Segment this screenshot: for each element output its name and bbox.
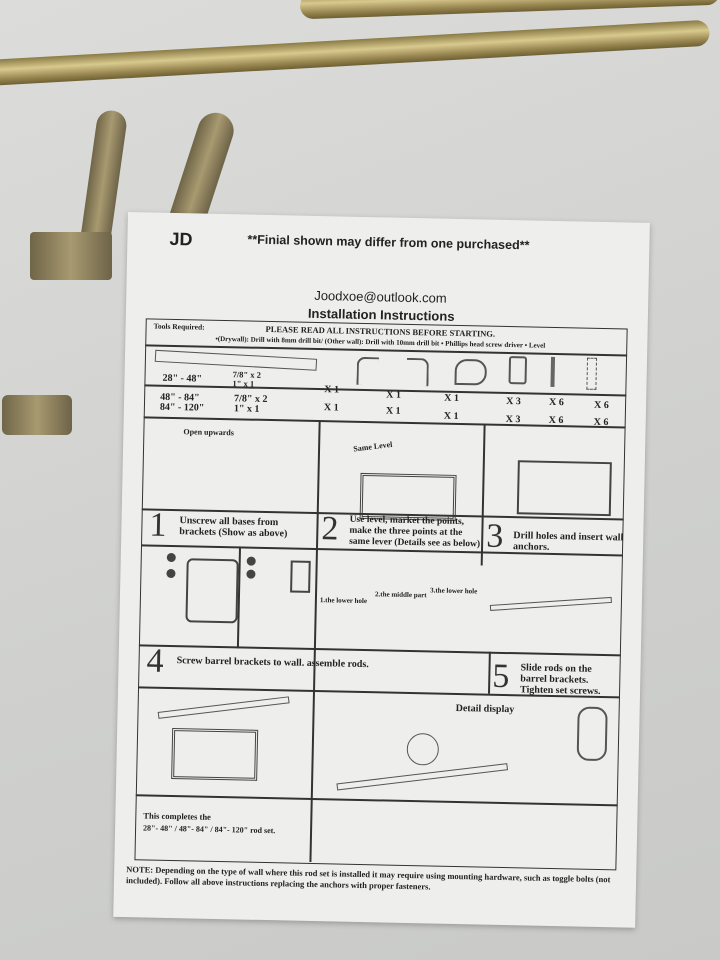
point-label: 3.the lower hole [430,586,478,596]
elbow-right-icon [406,357,430,387]
bracket-base-illustration [185,558,239,624]
email: Joodxoe@outlook.com [314,287,447,306]
bracket-plate [2,395,72,435]
qty: X 1 [444,392,460,404]
qty: X 1 [386,389,402,401]
step-number: 5 [491,657,510,696]
bracket-base [30,232,112,280]
anchor-plate-illustration [290,560,311,593]
step-text: Drill holes and insert wall anchors. [512,530,624,553]
qty: X 6 [548,396,564,409]
base-plate-icon [508,356,528,385]
size-range: 48" - 84" 84" - 120" [159,391,205,414]
finial-note: **Finial shown may differ from one purch… [247,232,530,253]
screw-icon [550,356,556,387]
qty: X 6 [593,399,609,412]
sheet-title: Installation Instructions [307,305,455,324]
size-range: 28" - 48" [162,372,203,385]
step-text: Slide rods on the barrel brackets. Tight… [519,662,601,697]
step-number: 3 [485,517,504,555]
open-upwards-label: Open upwards [183,427,234,438]
tools-label: Tools Required: [153,321,205,332]
point-label: 2.the middle part [374,590,427,600]
point-label: 1.the lower hole [319,596,368,606]
qty: X 1 [323,402,339,414]
hook-bracket-icon [454,358,487,386]
detail-display-label: Detail display [455,702,515,716]
rod-count: 7/8" x 2 1" x 1 [233,393,268,415]
rod-count: 7/8" x 2 1" x 1 [232,369,262,389]
brand-label: JD [169,228,193,250]
step-number: 2 [321,510,339,548]
step-text: Use level, market the points, make the t… [349,514,481,550]
step-number: 1 [149,506,167,544]
wall-illustration [516,460,612,517]
step-text: Unscrew all bases from brackets (Show as… [179,515,288,540]
window-illustration [171,728,259,781]
elbow-left-icon [356,356,380,386]
qty: X 1 [443,410,459,422]
step-number: 4 [146,642,164,680]
qty: X 1 [385,405,401,417]
instruction-sheet: JD **Finial shown may differ from one pu… [113,212,650,928]
qty: X 3 [506,395,521,408]
qty: X 1 [324,384,340,396]
wall-anchor-icon [586,357,598,390]
finial-bracket-illustration [576,706,608,762]
